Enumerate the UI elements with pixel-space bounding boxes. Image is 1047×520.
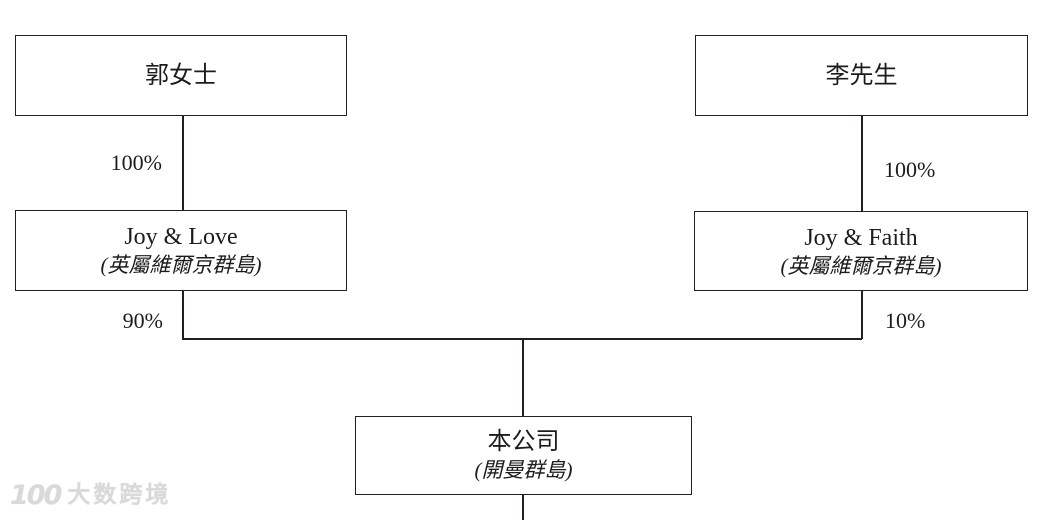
node-joy-and-love: Joy & Love (英屬維爾京群島)	[15, 210, 347, 291]
node-company: 本公司 (開曼群島)	[355, 416, 692, 495]
ownership-label-guo-joylove: 100%	[110, 150, 162, 175]
node-company-jurisdiction: (開曼群島)	[474, 458, 573, 483]
connector-company-down	[522, 495, 524, 520]
connector-guo-to-joylove	[182, 116, 184, 210]
node-ms-guo-label: 郭女士	[145, 62, 217, 89]
node-joy-and-faith: Joy & Faith (英屬維爾京群島)	[694, 211, 1028, 291]
connector-li-to-joyfaith	[861, 116, 863, 211]
node-mr-li: 李先生	[695, 35, 1028, 116]
ownership-label-joylove-company: 90%	[122, 308, 163, 333]
watermark-logo-icon: 100	[10, 480, 62, 511]
node-joy-and-love-name: Joy & Love	[124, 224, 238, 251]
watermark-brand-text: 大数跨境	[67, 482, 172, 508]
ownership-label-li-joyfaith: 100%	[884, 157, 936, 182]
watermark: 100 大数跨境	[10, 482, 171, 509]
node-joy-and-love-jurisdiction: (英屬維爾京群島)	[100, 253, 262, 278]
connector-merge-horizontal	[182, 338, 862, 340]
node-company-name: 本公司	[487, 429, 560, 456]
node-joy-and-faith-jurisdiction: (英屬維爾京群島)	[780, 253, 942, 278]
ownership-label-joyfaith-company: 10%	[885, 308, 926, 333]
connector-joyfaith-down	[861, 291, 863, 339]
node-joy-and-faith-name: Joy & Faith	[804, 224, 918, 251]
node-ms-guo: 郭女士	[15, 35, 347, 116]
node-mr-li-label: 李先生	[825, 62, 898, 89]
connector-joylove-down	[182, 291, 184, 339]
connector-to-company	[522, 339, 524, 416]
